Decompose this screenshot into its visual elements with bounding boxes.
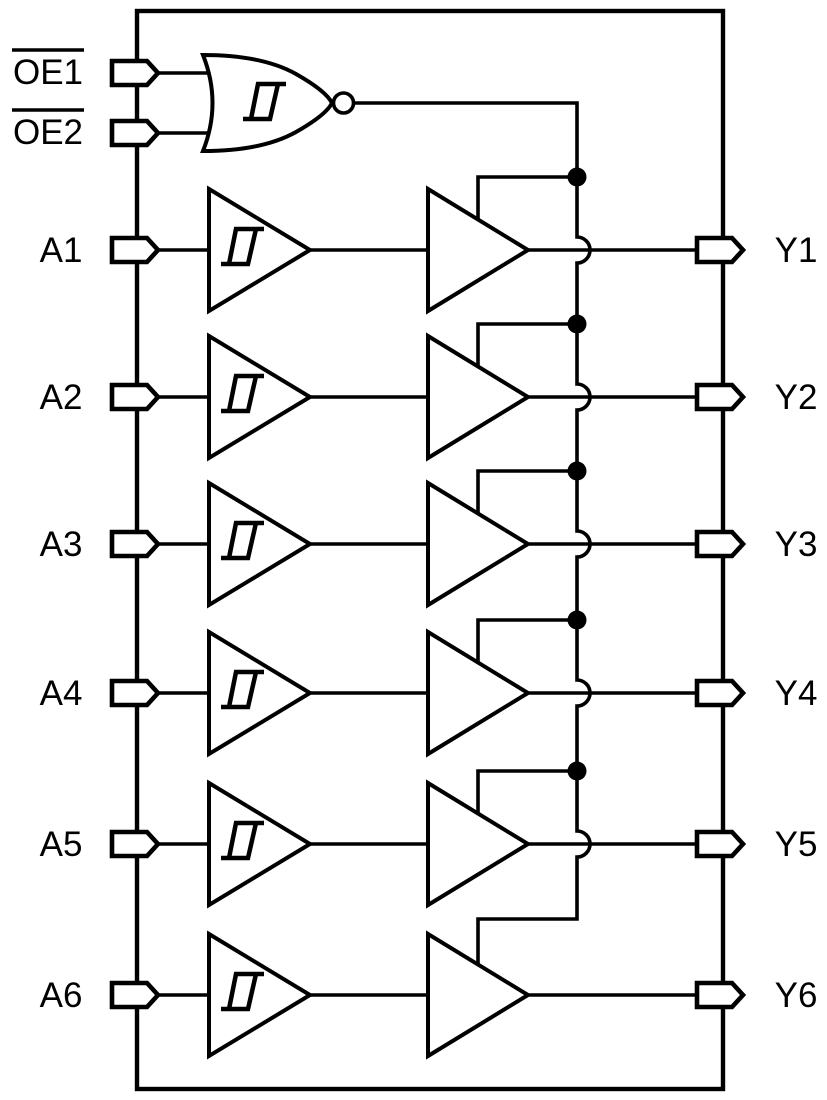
output-pin-icon xyxy=(697,532,743,556)
input-pin-label: A5 xyxy=(40,825,83,864)
input-pin-label: A1 xyxy=(40,231,83,270)
enable-tap-wire xyxy=(476,175,577,222)
input-pin-label: A4 xyxy=(40,674,83,713)
input-pin-icon xyxy=(112,832,158,856)
input-pin-icon xyxy=(112,983,158,1007)
junction-dot-icon xyxy=(567,610,587,630)
oe2-label: OE2 xyxy=(13,113,83,152)
inverter-bubble-icon xyxy=(331,91,356,115)
input-pin-icon xyxy=(112,238,158,262)
channel-4: A4 Y4 xyxy=(40,610,818,756)
enable-section: OE1 OE2 xyxy=(12,48,592,967)
output-pin-icon xyxy=(697,681,743,705)
junction-dot-icon xyxy=(567,761,587,781)
channel-1: A1 Y1 xyxy=(40,167,818,313)
enable-tap-wire xyxy=(476,618,577,665)
enable-tap-wire xyxy=(476,322,577,369)
enable-tap-wire xyxy=(476,769,577,816)
input-pin-label: A3 xyxy=(40,525,83,564)
output-pin-icon xyxy=(697,385,743,409)
output-pin-icon xyxy=(697,832,743,856)
output-pin-label: Y4 xyxy=(775,674,818,713)
output-pin-label: Y2 xyxy=(775,378,818,417)
output-pin-label: Y3 xyxy=(775,525,818,564)
oe2-input-pin-icon xyxy=(112,121,158,145)
output-pin-icon xyxy=(697,238,743,262)
output-pin-label: Y5 xyxy=(775,825,818,864)
junction-dot-icon xyxy=(567,461,587,481)
nor-gate-icon xyxy=(200,52,335,154)
junction-dot-icon xyxy=(567,167,587,187)
input-pin-label: A2 xyxy=(40,378,83,417)
channel-6: A6 Y6 xyxy=(40,932,818,1058)
oe1-input-pin-icon xyxy=(112,61,158,85)
channel-5: A5 Y5 xyxy=(40,761,818,907)
output-pin-icon xyxy=(697,983,743,1007)
input-pin-icon xyxy=(112,385,158,409)
input-pin-icon xyxy=(112,681,158,705)
junction-dot-icon xyxy=(567,314,587,334)
output-pin-label: Y1 xyxy=(775,231,818,270)
enable-tap-wire xyxy=(476,469,577,516)
input-pin-label: A6 xyxy=(40,976,83,1015)
channel-2: A2 Y2 xyxy=(40,314,818,460)
channel-3: A3 Y3 xyxy=(40,461,818,607)
input-pin-icon xyxy=(112,532,158,556)
oe1-label: OE1 xyxy=(13,53,83,92)
output-pin-label: Y6 xyxy=(775,976,818,1015)
